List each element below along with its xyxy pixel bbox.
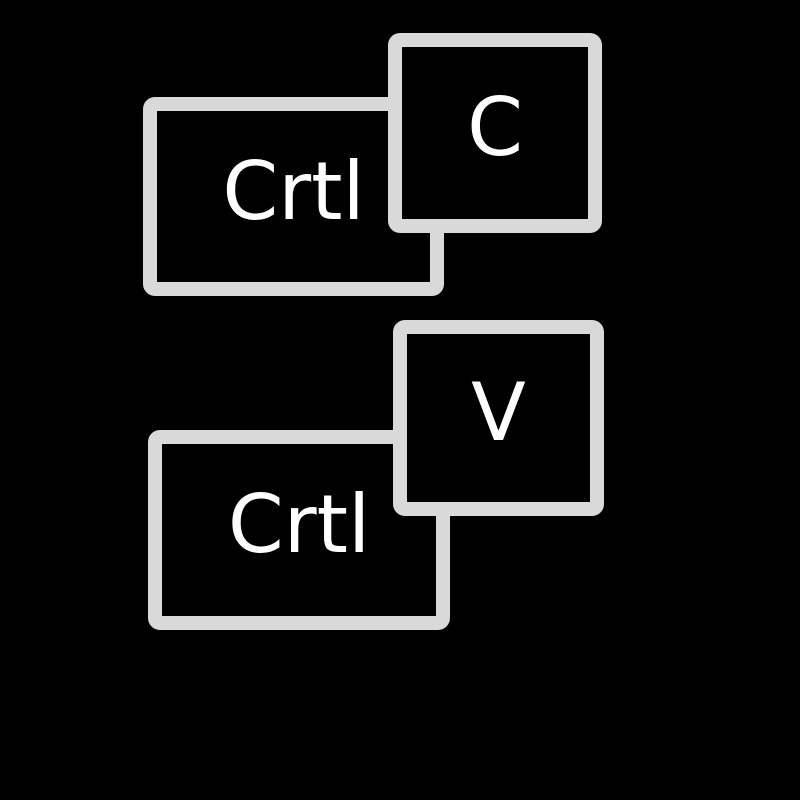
v-key-label: V bbox=[471, 366, 526, 459]
c-key-label: C bbox=[467, 81, 523, 174]
ctrl-key-copy-label: Crtl bbox=[222, 144, 365, 238]
v-key: V bbox=[393, 320, 604, 516]
c-key: C bbox=[388, 33, 602, 233]
ctrl-key-paste-label: Crtl bbox=[227, 478, 371, 571]
